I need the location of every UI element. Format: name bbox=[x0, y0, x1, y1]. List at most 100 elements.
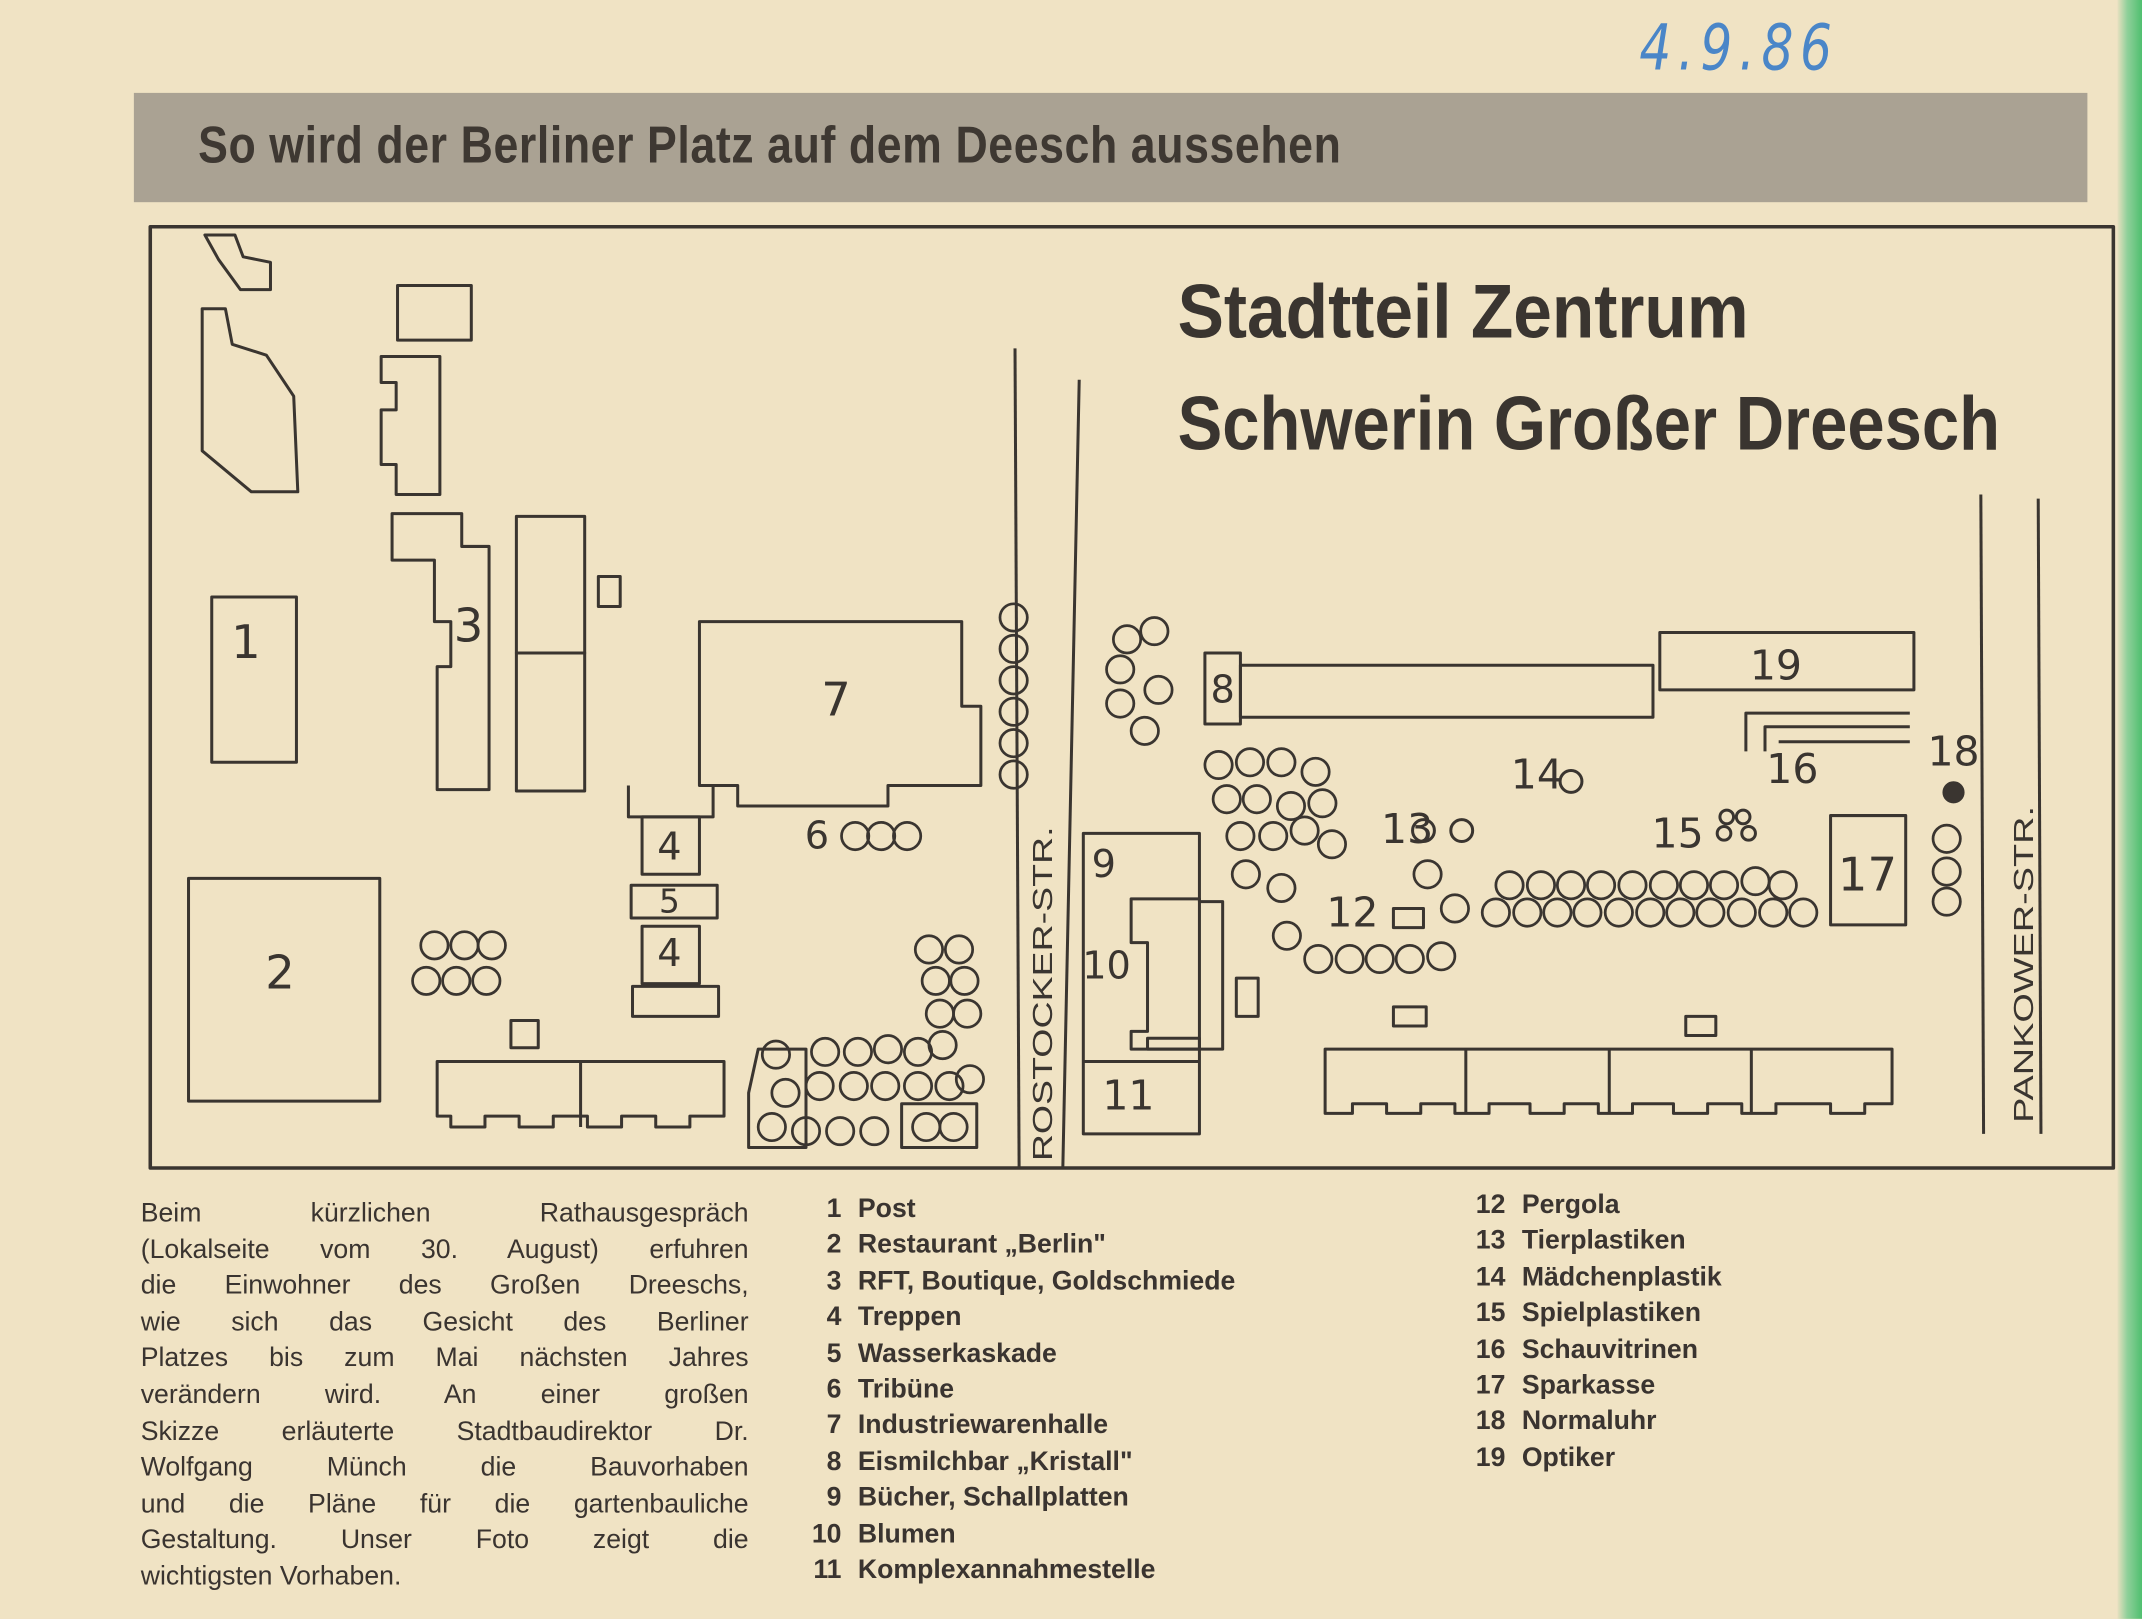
tree-icon bbox=[842, 1036, 873, 1067]
legend-label: Sparkasse bbox=[1521, 1370, 1656, 1401]
tree-icon bbox=[770, 1077, 801, 1108]
tree-icon bbox=[1494, 870, 1525, 901]
legend-number: 11 bbox=[813, 1554, 842, 1585]
tree-icon bbox=[859, 1116, 890, 1147]
tree-icon bbox=[949, 965, 980, 996]
normaluhr-marker bbox=[1942, 781, 1965, 804]
map-label: 4 bbox=[657, 931, 681, 976]
tree-icon bbox=[810, 1036, 841, 1067]
map-label: 12 bbox=[1326, 889, 1378, 937]
legend-label: Spielplastiken bbox=[1521, 1298, 1701, 1329]
map-title-1: Stadtteil Zentrum bbox=[1178, 269, 1749, 354]
tree-icon bbox=[1303, 943, 1334, 975]
tree-icon bbox=[998, 665, 1029, 696]
legend-item: 11 Komplexannahmestelle bbox=[809, 1552, 1236, 1588]
tree-icon bbox=[1316, 829, 1347, 860]
legend-number: 16 bbox=[1475, 1334, 1506, 1365]
building-optiker bbox=[1658, 631, 1916, 692]
street-label-rostocker: ROSTOCKER-STR. bbox=[1027, 826, 1058, 1161]
tree-icon bbox=[998, 602, 1029, 633]
legend-number: 15 bbox=[1475, 1298, 1506, 1329]
scan-edge bbox=[2117, 0, 2142, 1619]
map-label: 10 bbox=[1082, 943, 1131, 988]
tree-icon bbox=[998, 633, 1029, 664]
map-title-2: Schwerin Großer Dreesch bbox=[1178, 381, 2000, 466]
tree-icon bbox=[924, 998, 955, 1029]
tree-icon bbox=[1740, 866, 1771, 897]
tree-icon bbox=[1767, 870, 1798, 901]
article-line: Platzes bis zum Mai nächsten Jahres bbox=[140, 1343, 749, 1374]
tree-icon bbox=[943, 934, 975, 965]
map-label: 6 bbox=[805, 814, 829, 859]
tree-icon bbox=[760, 1039, 791, 1070]
pankower-strasse: PANKOWER-STR. bbox=[1979, 494, 2043, 1134]
tree-icon bbox=[1525, 870, 1556, 901]
legend-item: 9 Bücher, Schallplatten bbox=[809, 1480, 1236, 1516]
tree-icon bbox=[1635, 897, 1666, 928]
tree-icon bbox=[1665, 897, 1696, 928]
tree-icon bbox=[449, 930, 480, 961]
tree-icon bbox=[1726, 897, 1757, 928]
legend-label: Bücher, Schallplatten bbox=[857, 1482, 1129, 1513]
tree-icon bbox=[920, 965, 951, 996]
map-label: 16 bbox=[1766, 745, 1818, 793]
buildings bbox=[187, 233, 1965, 1150]
legend-number: 4 bbox=[826, 1302, 842, 1333]
legend-number: 1 bbox=[826, 1193, 842, 1225]
map-label: 4 bbox=[657, 824, 681, 869]
map-label: 2 bbox=[265, 946, 295, 1000]
headline: So wird der Berliner Platz auf dem Deesc… bbox=[198, 117, 1342, 175]
tree-icon bbox=[1555, 870, 1587, 901]
legend-number: 17 bbox=[1475, 1370, 1506, 1401]
tree-icon bbox=[1586, 870, 1617, 901]
tree-icon bbox=[1258, 821, 1289, 852]
legend-label: Restaurant „Berlin" bbox=[857, 1230, 1106, 1261]
legend-label: Komplexannahmestelle bbox=[857, 1554, 1156, 1585]
tree-icon bbox=[913, 934, 944, 965]
legend-label: Tierplastiken bbox=[1521, 1225, 1686, 1257]
map-number-labels: 1 2 3 4 5 4 6 7 8 9 10 11 12 13 14 15 16… bbox=[231, 599, 1979, 1120]
tree-icon bbox=[1211, 784, 1242, 815]
legend-label: RFT, Boutique, Goldschmiede bbox=[857, 1266, 1236, 1297]
tree-icon bbox=[954, 1064, 985, 1095]
legend-item: 17 Sparkasse bbox=[1467, 1368, 1722, 1404]
tree-icon bbox=[870, 1071, 901, 1102]
tree-icon bbox=[911, 1112, 942, 1143]
legend-number: 18 bbox=[1475, 1406, 1506, 1437]
tree-icon bbox=[1129, 715, 1160, 746]
tree-icon bbox=[1139, 616, 1170, 647]
legend-number: 9 bbox=[826, 1482, 842, 1513]
map-label: 3 bbox=[454, 599, 484, 653]
legend-number: 8 bbox=[826, 1446, 842, 1477]
tree-icon bbox=[1334, 943, 1365, 975]
legend-label: Pergola bbox=[1521, 1189, 1620, 1220]
legend-number: 19 bbox=[1475, 1442, 1506, 1473]
tree-icon bbox=[1412, 859, 1443, 890]
map-label: 15 bbox=[1652, 809, 1704, 857]
article-line: wichtigsten Vorhaben. bbox=[140, 1561, 402, 1592]
tree-icon bbox=[1439, 893, 1470, 924]
map-label: 7 bbox=[821, 672, 851, 726]
tree-icon bbox=[1931, 886, 1962, 917]
article-line: (Lokalseite vom 30. August) erfuhren bbox=[140, 1234, 749, 1265]
tree-icon bbox=[419, 930, 450, 961]
tree-icon bbox=[1203, 749, 1234, 781]
map-label: 1 bbox=[231, 615, 261, 669]
legend-number: 13 bbox=[1475, 1225, 1506, 1257]
tree-icon bbox=[1225, 821, 1256, 852]
tree-icon bbox=[1394, 943, 1425, 975]
map-label: 11 bbox=[1102, 1072, 1154, 1120]
tree-icon bbox=[998, 759, 1029, 790]
